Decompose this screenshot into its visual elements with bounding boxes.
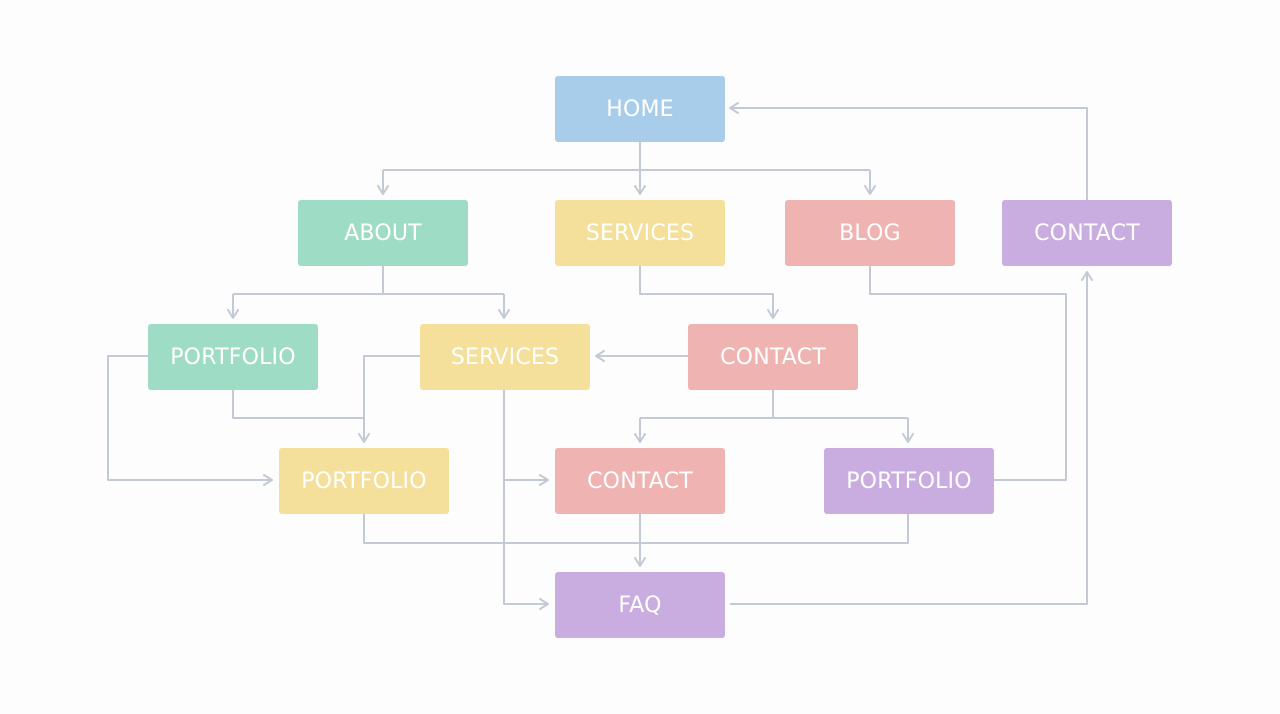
node-contact-sub[interactable]: CONTACT: [688, 324, 858, 390]
connector-portfolio-down: [232, 390, 364, 419]
connector-services-portfolio: [358, 355, 420, 443]
node-portfolio-mid[interactable]: PORTFOLIO: [279, 448, 449, 514]
node-home[interactable]: HOME: [555, 76, 725, 142]
connector-portfolio-loop: [107, 355, 273, 486]
connector-services-faq: [503, 480, 549, 610]
connector-blog-portfolio: [869, 266, 1067, 481]
node-services-sub[interactable]: SERVICES: [420, 324, 590, 390]
connector-contact-home: [729, 102, 1088, 200]
node-faq[interactable]: FAQ: [555, 572, 725, 638]
node-portfolio-right[interactable]: PORTFOLIO: [824, 448, 994, 514]
connector-faq-contact: [730, 271, 1093, 605]
node-blog[interactable]: BLOG: [785, 200, 955, 266]
node-contact-low[interactable]: CONTACT: [555, 448, 725, 514]
connector-portfolio-bottom-bus: [363, 514, 909, 544]
node-services[interactable]: SERVICES: [555, 200, 725, 266]
connector-services-contactlow: [503, 390, 549, 486]
node-contact[interactable]: CONTACT: [1002, 200, 1172, 266]
node-about[interactable]: ABOUT: [298, 200, 468, 266]
node-portfolio-left[interactable]: PORTFOLIO: [148, 324, 318, 390]
connector-services-contact: [639, 266, 779, 319]
